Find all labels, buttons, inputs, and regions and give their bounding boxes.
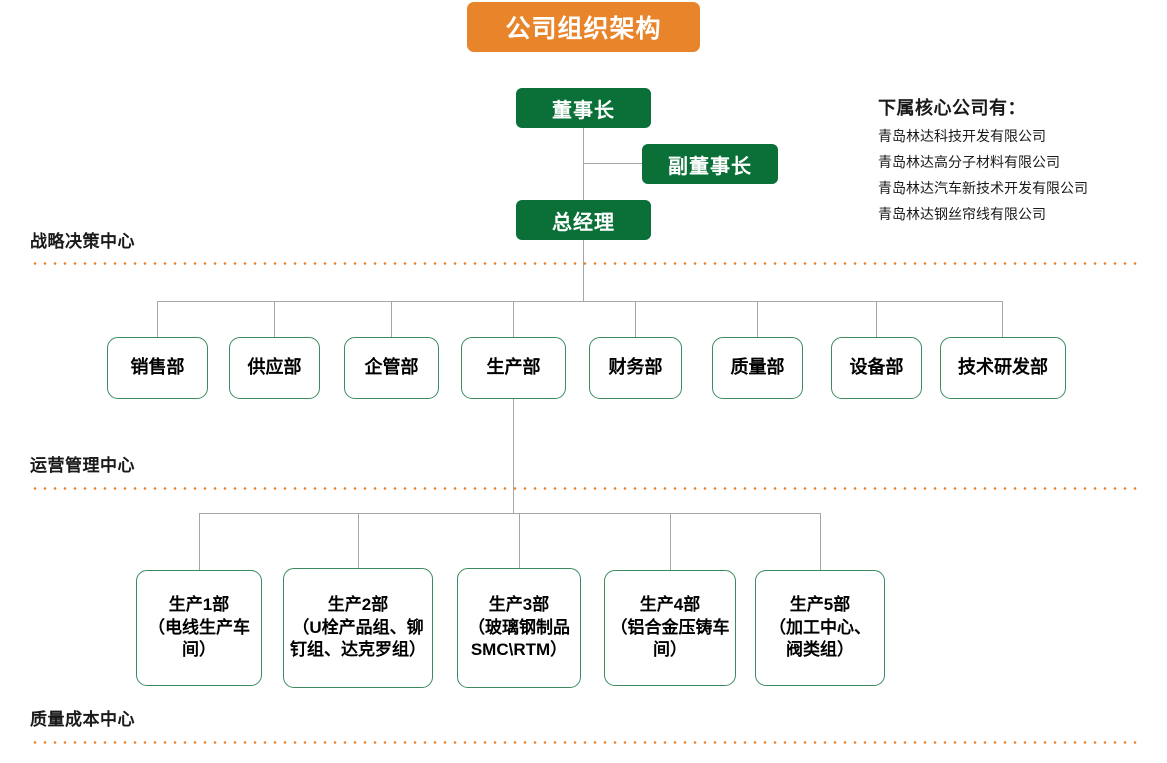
- subsidiary-item: 青岛林达高分子材料有限公司: [878, 154, 1060, 170]
- connector-drop-supply: [274, 301, 275, 337]
- connector-spine-to-vice-chairman: [583, 163, 643, 164]
- department-box-supply[interactable]: 供应部: [229, 337, 320, 399]
- exec-box-general-manager[interactable]: 总经理: [516, 200, 651, 240]
- subsidiary-item: 青岛林达钢丝帘线有限公司: [878, 206, 1046, 222]
- subsidiary-list-heading: 下属核心公司有：: [878, 98, 1026, 118]
- section-divider-quality-cost: [30, 741, 1137, 744]
- subsidiary-item: 青岛林达汽车新技术开发有限公司: [878, 180, 1088, 196]
- connector-drop-prod-4: [670, 513, 671, 570]
- connector-drop-sales: [157, 301, 158, 337]
- production-unit-box-4[interactable]: 生产4部（铝合金压铸车间）: [604, 570, 736, 686]
- connector-drop-finance: [635, 301, 636, 337]
- page-title: 公司组织架构: [467, 2, 700, 52]
- connector-drop-equipment: [876, 301, 877, 337]
- production-unit-box-3[interactable]: 生产3部（玻璃钢制品SMC\RTM）: [457, 568, 581, 688]
- section-label-strategic-decision-center: 战略决策中心: [30, 232, 135, 251]
- production-unit-box-1[interactable]: 生产1部（电线生产车间）: [136, 570, 262, 686]
- production-unit-box-2[interactable]: 生产2部（U栓产品组、铆钉组、达克罗组）: [283, 568, 433, 688]
- connector-drop-quality: [757, 301, 758, 337]
- department-box-enterprise-management[interactable]: 企管部: [344, 337, 439, 399]
- connector-department-bus: [157, 301, 1003, 302]
- connector-drop-production: [513, 301, 514, 337]
- exec-box-vice-chairman[interactable]: 副董事长: [642, 144, 778, 184]
- department-box-technology-rnd[interactable]: 技术研发部: [940, 337, 1066, 399]
- department-box-production[interactable]: 生产部: [461, 337, 566, 399]
- department-box-quality[interactable]: 质量部: [712, 337, 803, 399]
- connector-chairman-to-gm: [583, 128, 584, 200]
- section-divider-operations: [30, 487, 1137, 490]
- section-label-operations-management-center: 运营管理中心: [30, 456, 135, 475]
- section-label-quality-cost-center: 质量成本中心: [30, 710, 135, 729]
- connector-gm-down: [583, 240, 584, 301]
- connector-drop-enterprise-mgmt: [391, 301, 392, 337]
- department-box-finance[interactable]: 财务部: [589, 337, 682, 399]
- section-divider-strategic: [30, 262, 1137, 265]
- connector-drop-prod-5: [820, 513, 821, 570]
- subsidiary-company-list: 下属核心公司有： 青岛林达科技开发有限公司 青岛林达高分子材料有限公司 青岛林达…: [878, 94, 1158, 233]
- connector-production-down: [513, 399, 514, 513]
- connector-drop-prod-2: [358, 513, 359, 570]
- subsidiary-item: 青岛林达科技开发有限公司: [878, 128, 1046, 144]
- connector-production-bus: [199, 513, 820, 514]
- exec-box-chairman[interactable]: 董事长: [516, 88, 651, 128]
- department-box-equipment[interactable]: 设备部: [831, 337, 922, 399]
- connector-drop-prod-1: [199, 513, 200, 570]
- connector-drop-tech-rnd: [1002, 301, 1003, 337]
- department-box-sales[interactable]: 销售部: [107, 337, 208, 399]
- production-unit-box-5[interactable]: 生产5部（加工中心、阀类组）: [755, 570, 885, 686]
- connector-drop-prod-3: [519, 513, 520, 570]
